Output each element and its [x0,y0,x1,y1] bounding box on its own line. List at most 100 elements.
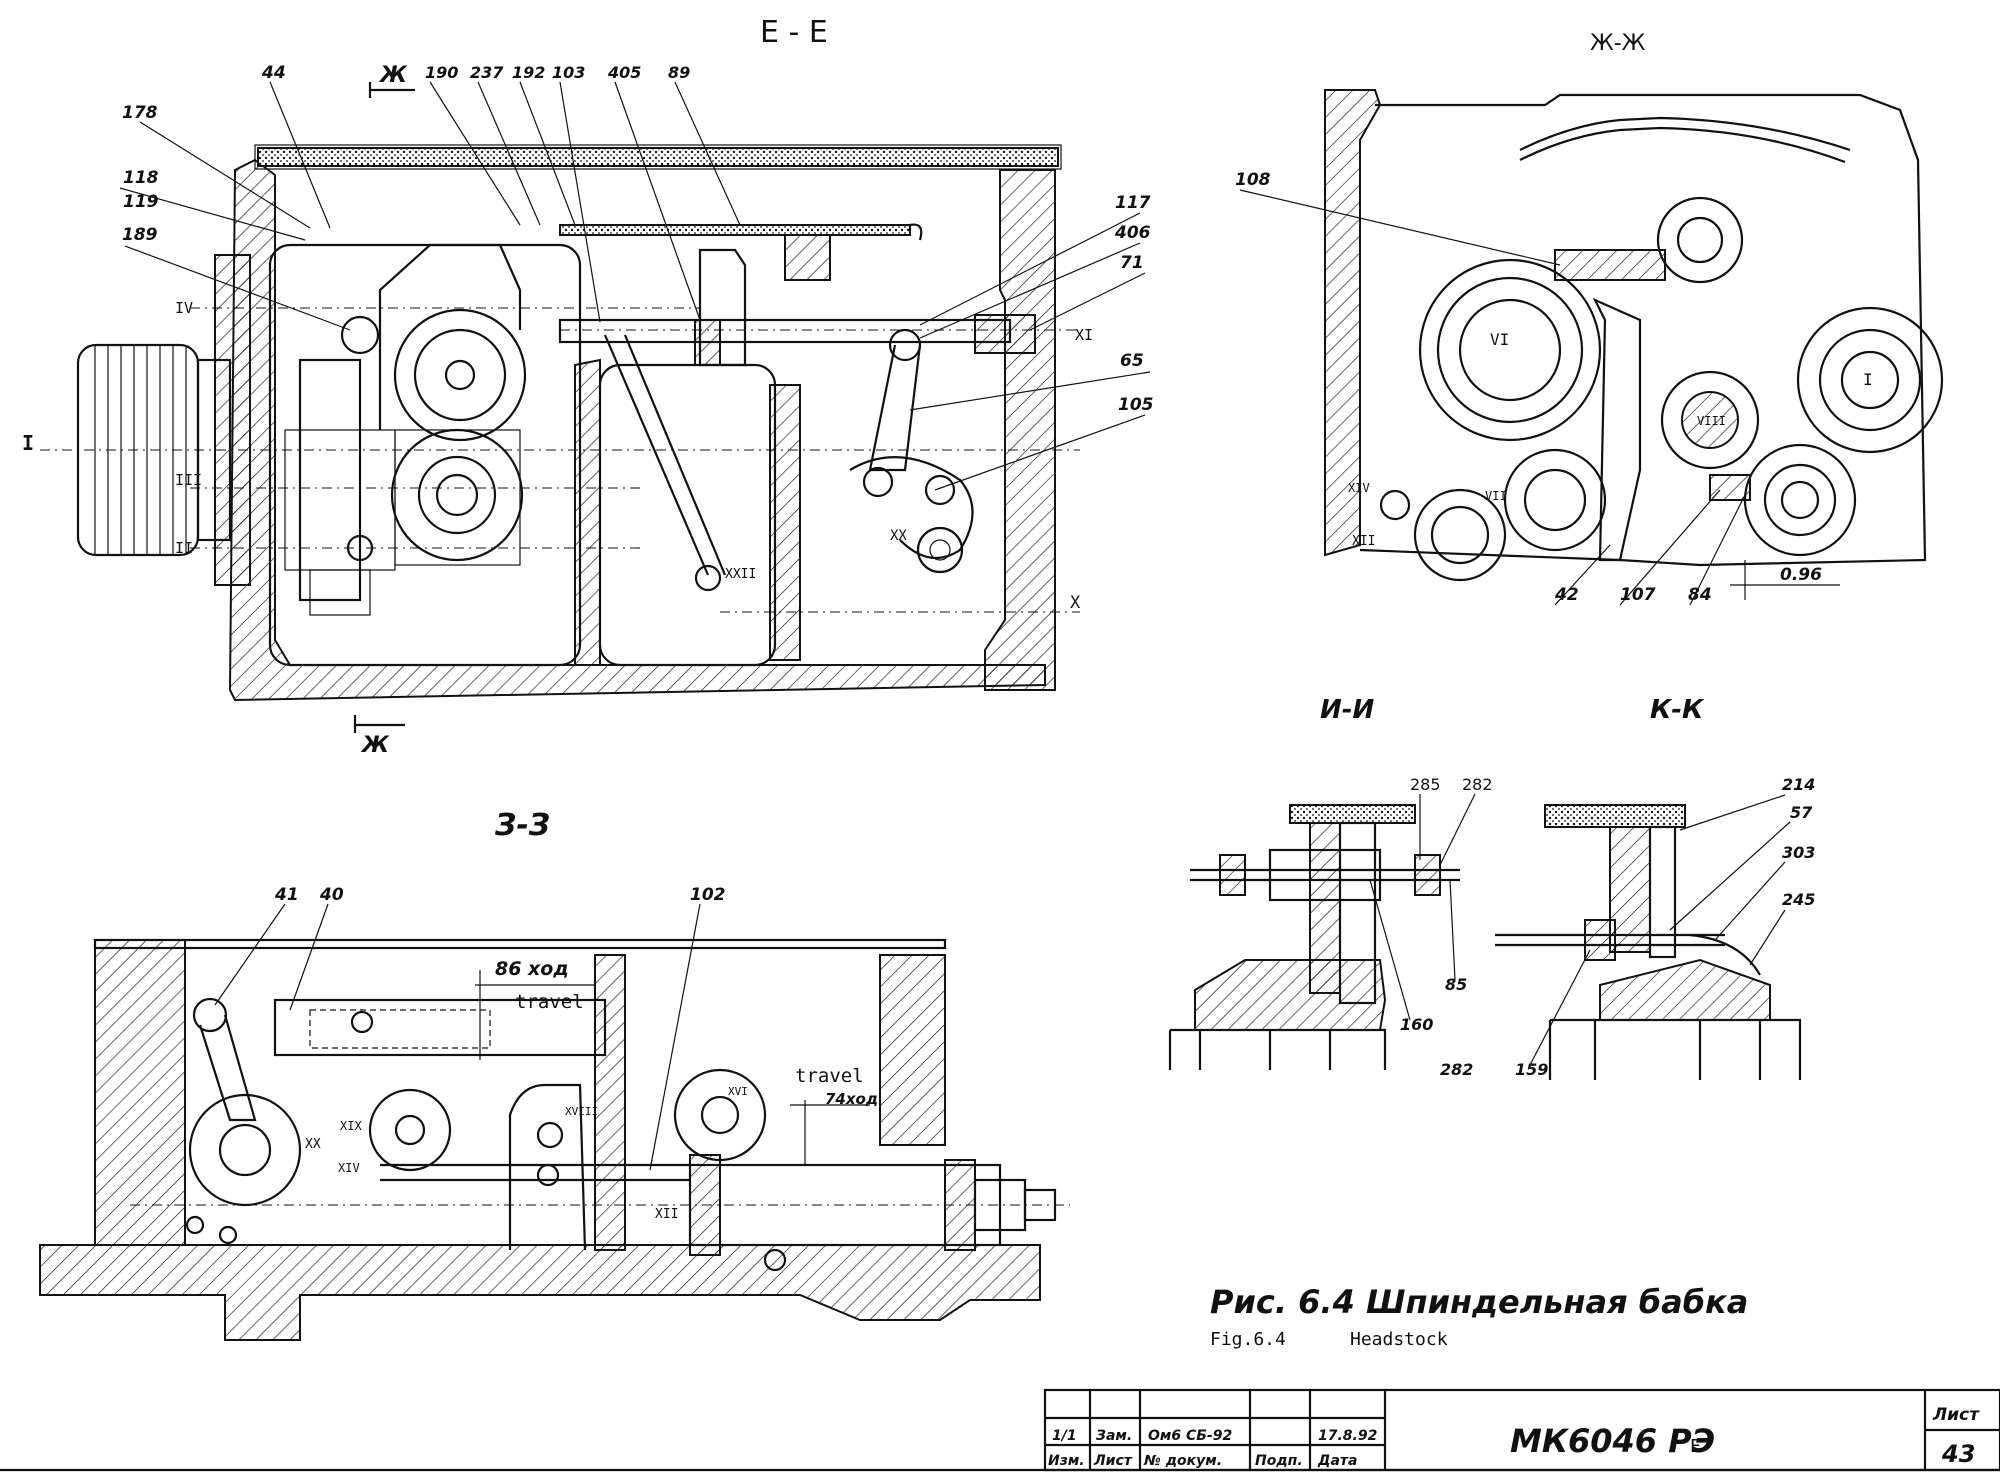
kk-base [1599,958,1771,1021]
zz-shaft-xviii: XVIII [565,1105,598,1118]
title-block: 1/1 Зам. Ом6 СБ-92 17.8.92 Изм. Лист № д… [0,1388,2000,1472]
zz-wall-right [879,954,946,1146]
zhzh-housing-left [1324,89,1382,557]
ee-rib-middle [574,358,601,666]
zz-housing-left [94,939,186,1246]
ii-nut-right [1414,854,1441,896]
ii-base [1194,959,1387,1031]
tb-header-date: Дата [1317,1453,1357,1469]
zz-shaft-xiv: XIV [338,1161,360,1175]
section-ee: E - E [22,15,1154,758]
ii-part-85: 85 [1445,975,1467,994]
zhzh-shaft-vi: VI [1490,330,1509,349]
zhzh-gear-viii [1660,370,1760,470]
ee-shaft-x: X [1070,593,1081,613]
zz-pin-41 [192,997,228,1033]
tb-header-sheet: Лист [1093,1453,1133,1469]
ee-part-65: 65 [1120,351,1144,371]
zz-shaft-xii: XII [655,1207,678,1222]
section-ii-title: И-И [1320,695,1375,725]
tb-sheet-number: 43 [1941,1440,1975,1468]
zz-dim-86-stroke: 86 ход [495,958,569,980]
zhzh-gear-i [1796,306,1944,454]
ee-top-lid [254,144,1062,170]
ee-left-cluster [284,315,396,616]
ii-felt [1289,804,1416,824]
ee-cut-label-top: Ж [378,63,408,88]
zz-roller-xix [368,1088,452,1172]
ee-part-71: 71 [1120,253,1144,273]
ee-shaft-xi: XI [1075,326,1093,344]
kk-part-159: 159 [1515,1060,1548,1079]
zz-eccentric [185,1093,302,1245]
zhzh-shaft-xii: XII [1352,534,1375,549]
ee-gear-upper [378,243,527,442]
zhzh-part-107: 107 [1620,585,1656,605]
ee-top-felt-strip [257,147,1059,167]
zhzh-shaft-viii: VIII [1697,414,1726,428]
ee-rib-right [769,384,801,661]
zz-cylinder-hidden [309,1009,491,1049]
ee-part-178: 178 [122,103,158,123]
kk-leaders [1529,794,1791,1066]
zhzh-gear-vii [1503,448,1607,552]
figure-caption: Рис. 6.4 Шпиндельная бабка Fig.6.4 Heads… [1210,1283,1748,1350]
zhzh-gear-top [1656,196,1744,284]
zz-part-102: 102 [690,885,726,905]
tb-header-sign: Подп. [1255,1453,1303,1469]
zz-leaders [214,903,701,1171]
section-ee-title: E - E [760,15,828,50]
zhzh-part-84: 84 [1688,585,1712,605]
zhzh-gear-xii [1413,488,1507,582]
zz-part-41: 41 [274,885,299,905]
zz-dim-86-travel: travel [515,991,584,1013]
kk-column [1609,826,1651,953]
kk-part-303: 303 [1782,843,1815,862]
ee-part-103: 103 [552,63,585,82]
zz-top-edge [93,938,947,950]
zhzh-fork-108 [1554,249,1666,281]
ee-pulley [76,254,251,586]
ee-inner-compartment-left [268,243,582,667]
ee-housing-wall-right [984,169,1056,691]
kk-part-57: 57 [1790,803,1813,822]
tb-rev-date: 17.8.92 [1318,1428,1377,1444]
zhzh-leaders [1239,189,1840,606]
zhzh-part-108: 108 [1235,170,1271,190]
section-ii: И-И 285 282 160 85 282 [1168,695,1493,1079]
ee-part-119: 119 [123,192,159,212]
zz-roller-xvi [673,1068,767,1162]
ee-part-89: 89 [668,63,690,82]
ii-part-160: 160 [1400,1015,1433,1034]
ee-part-118: 118 [123,168,159,188]
zz-shaft-xix: XIX [340,1119,362,1133]
kk-part-214: 214 [1782,775,1815,794]
ii-part-282-bottom: 282 [1440,1060,1473,1079]
ee-part-44: 44 [261,63,286,83]
section-zz: З-З [39,808,1070,1341]
zz-dim-74-travel: travel [795,1065,864,1087]
ee-part-189: 189 [122,225,158,245]
ee-shift-linkage [558,223,1036,592]
zhzh-gear-lower-right [1743,443,1857,557]
caption-en-title: Headstock [1350,1329,1448,1350]
ee-shaft-i: I [22,431,34,455]
zz-base [39,1244,1041,1341]
tb-header-change: Изм. [1048,1453,1085,1469]
section-zz-title: З-З [494,808,550,843]
zz-wall-mid [594,954,626,1251]
ii-body [1268,848,1382,902]
ee-shaft-ii: II [175,539,193,557]
zhzh-oil-tube [1519,116,1851,152]
zhzh-shaft-xiv: XIV [1348,481,1370,495]
zhzh-lever-42 [1592,297,1642,562]
section-kk-title: К-К [1650,695,1705,725]
kk-felt [1544,804,1686,828]
tb-doc-code: МК6046 РЭ [1510,1422,1715,1460]
ee-inner-compartment-mid [598,363,777,667]
ii-leaders [1369,793,1476,1021]
section-zhzh: Ж-Ж [1235,31,1944,606]
ee-part-405: 405 [607,63,641,82]
tb-header-doc: № докум. [1143,1453,1222,1469]
